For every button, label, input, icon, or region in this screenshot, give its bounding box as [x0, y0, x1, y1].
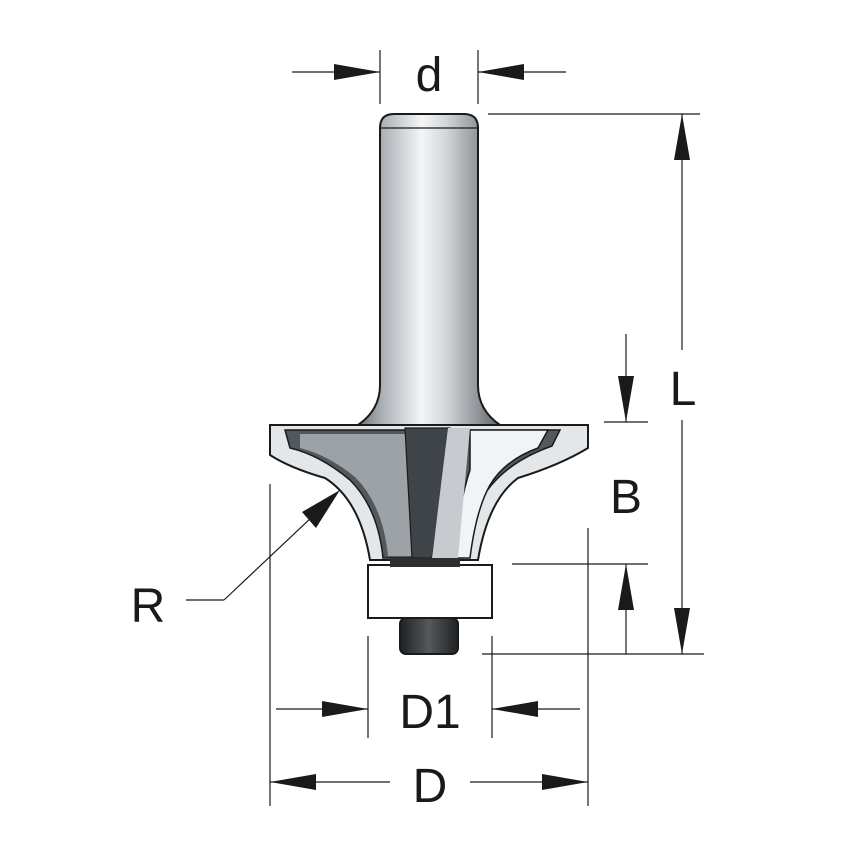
dimension-labels: d L B R D1 D [131, 49, 697, 813]
label-B: B [610, 471, 642, 524]
label-d: d [416, 49, 443, 102]
router-bit [269, 113, 589, 655]
dimension-lines [186, 50, 704, 806]
label-L: L [670, 363, 697, 416]
bearing-collar [390, 558, 460, 567]
bearing [367, 564, 493, 619]
label-D: D [413, 760, 448, 813]
flute-edge [432, 428, 470, 558]
label-R: R [131, 580, 166, 633]
bearing-bolt [399, 617, 459, 655]
label-D1: D1 [399, 686, 460, 739]
shank [354, 113, 504, 426]
cove-highlight [300, 434, 440, 556]
